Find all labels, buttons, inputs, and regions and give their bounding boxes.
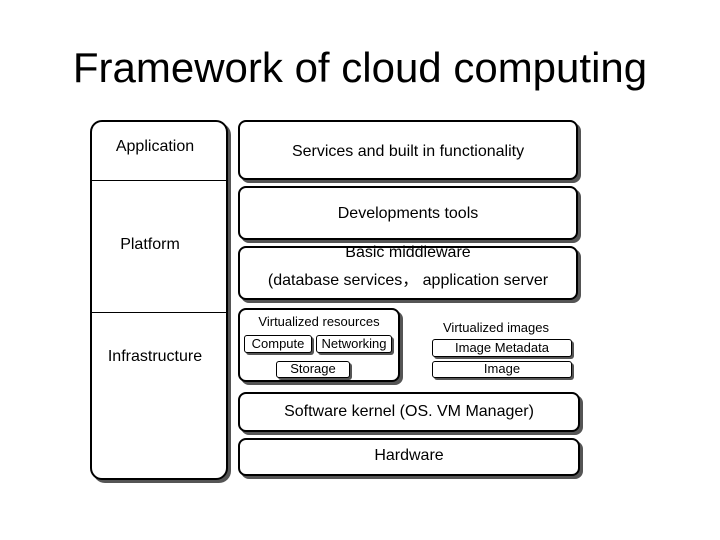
layer-divider-application-platform — [92, 180, 226, 181]
image-metadata-box: Image Metadata — [432, 339, 572, 357]
storage-box: Storage — [276, 361, 350, 378]
software-kernel-box: Software kernel (OS. VM Manager) — [238, 392, 580, 432]
page-title: Framework of cloud computing — [72, 44, 648, 91]
middleware-box: Basic middleware (database services， app… — [238, 244, 578, 300]
image-metadata-label: Image Metadata — [455, 340, 549, 355]
middleware-line2: (database services， application server — [267, 272, 549, 289]
dev-tools-label: Developments tools — [337, 205, 479, 222]
networking-label: Networking — [321, 336, 387, 351]
layer-label-infrastructure: Infrastructure — [107, 348, 203, 365]
virtualized-images-title: Virtualized images — [443, 320, 549, 335]
layer-divider-platform-infrastructure — [92, 312, 226, 313]
software-kernel-label: Software kernel (OS. VM Manager) — [284, 403, 534, 420]
image-label: Image — [483, 361, 521, 376]
layer-label-platform: Platform — [120, 236, 180, 253]
virtualized-resources-title: Virtualized resources — [258, 314, 380, 329]
dev-tools-box: Developments tools — [238, 186, 578, 240]
layer-column — [90, 120, 228, 480]
layer-label-application: Application — [115, 138, 195, 155]
storage-label: Storage — [290, 361, 336, 376]
services-label: Services and built in functionality — [291, 143, 525, 160]
compute-label: Compute — [251, 336, 305, 351]
hardware-label: Hardware — [374, 447, 444, 464]
services-box: Services and built in functionality — [238, 120, 578, 180]
hardware-box: Hardware — [238, 438, 580, 476]
middleware-line1: Basic middleware — [345, 244, 471, 261]
networking-box: Networking — [316, 335, 392, 353]
image-box: Image — [432, 361, 572, 378]
compute-box: Compute — [244, 335, 312, 353]
